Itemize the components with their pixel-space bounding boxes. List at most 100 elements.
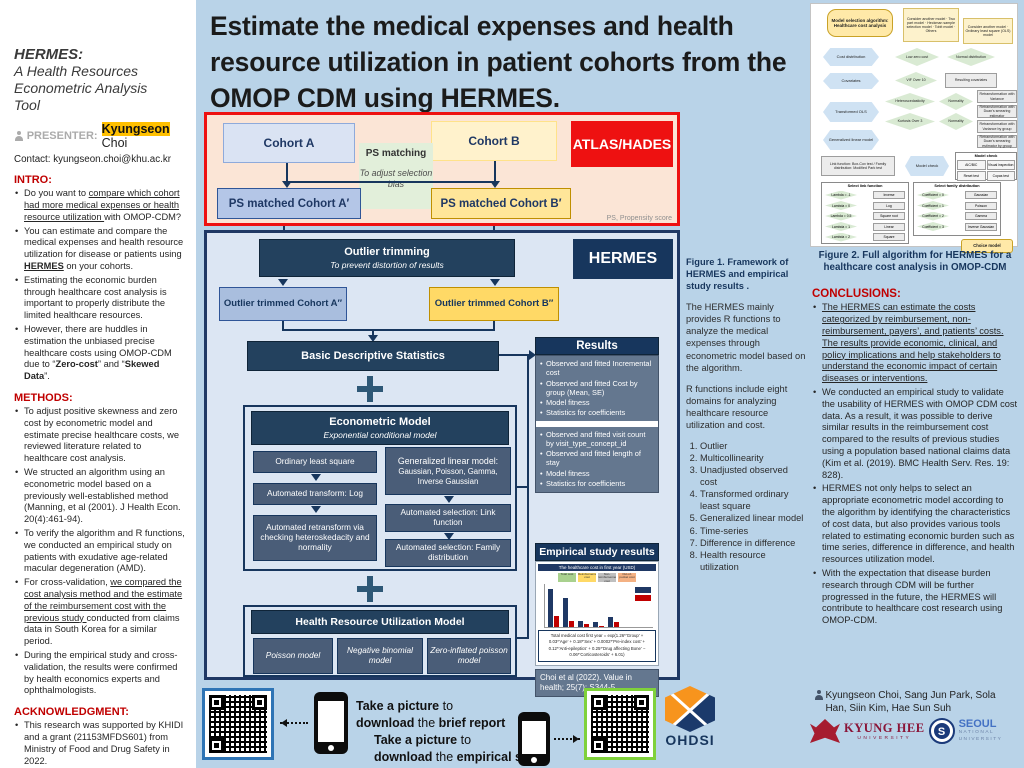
results-item: Model fitness (539, 469, 655, 479)
outlier-trimmed-cohort-a-box: Outlier trimmed Cohort A″ (219, 287, 347, 321)
arrow-right-icon (529, 350, 536, 360)
intro-heading: INTRO: (14, 174, 52, 187)
presenter-row: PRESENTER: Kyungseon Choi (14, 122, 186, 150)
legend-swatch: Out-of-pocket cost (618, 573, 636, 582)
family-distribution-panel: Select family distribution Coefficient =… (913, 182, 1001, 236)
intro-list: Do you want to compare which cohort had … (14, 188, 186, 383)
flow-box-node: Retransformation with Variance (977, 90, 1017, 103)
chart-bar (569, 621, 574, 627)
arrow-down-icon (278, 279, 288, 286)
flow-line (493, 321, 495, 331)
university-logos: KYUNG HEE UNIVERSITY SEOUL NATIONAL UNIV… (810, 718, 1020, 744)
domain-item: Difference in difference (700, 537, 806, 549)
chart-bar (578, 620, 583, 627)
atlas-hades-label: ATLAS/HADES (571, 121, 673, 167)
arrow-down-icon (368, 335, 378, 342)
flow-box-node: Retransformation with Variance by group (977, 120, 1017, 133)
authors-icon (814, 690, 824, 700)
ordinary-least-square-box: Ordinary least square (253, 451, 377, 473)
domain-item: Health resource utilization (700, 549, 806, 573)
sidebar: HERMES: A Health Resources Econometric A… (0, 0, 196, 768)
legend-red-swatch (635, 595, 651, 601)
conclusion-bullet: HERMES not only helps to select an appro… (812, 483, 1018, 566)
figure1-paragraph: The HERMES mainly provides R functions t… (686, 302, 806, 373)
conclusions-heading: CONCLUSIONS: (812, 288, 901, 301)
series-legend (635, 587, 651, 601)
generalized-linear-model-box: Generalized linear model: Gaussian, Pois… (385, 447, 511, 495)
mini-bar-chart: The healthcare cost in first year (USD) … (535, 561, 659, 666)
flow-line (286, 163, 288, 183)
hru-model-header: Health Resource Utilization Model (251, 610, 509, 634)
results-item: Statistics for coefficients (539, 479, 655, 489)
kyung-hee-crest-icon (810, 719, 840, 743)
flow-decision-node: Low zero cost (895, 48, 939, 66)
chart-bar (614, 621, 619, 627)
intro-bullet: Do you want to compare which cohort had … (14, 188, 186, 223)
model-check-panel: Model check AIC/BIC Visual inspection Re… (955, 152, 1017, 181)
automated-selection-family-box: Automated selection: Family distribution (385, 539, 511, 567)
chart-bar (608, 617, 613, 627)
flow-decision-node: Normality (939, 113, 973, 130)
arrow-down-icon (311, 474, 321, 481)
methods-bullet: To adjust positive skewness and zero cos… (14, 406, 186, 465)
flow-hex-node: Model check (905, 156, 949, 176)
snu-logo: SEOUL NATIONAL UNIVERSITY (958, 718, 1003, 742)
atlas-hades-panel: Cohort A Cohort B PS matching To adjust … (204, 112, 680, 226)
methods-bullet: We structed an algorithm using an econom… (14, 467, 186, 526)
flow-line (527, 354, 529, 639)
econometric-model-header: Econometric Model Exponential conditiona… (251, 411, 509, 445)
domain-item: Unadjusted observed cost (700, 464, 806, 488)
poster-title: Estimate the medical expenses and health… (210, 11, 787, 114)
regression-formula: Total medical cost first year = exp(1.26… (538, 630, 656, 662)
flow-box-node: Resulting covariates (945, 73, 997, 88)
presenter-name-rest: Choi (101, 136, 128, 151)
bar-group (593, 584, 604, 627)
chart-bar (548, 589, 553, 627)
legend-swatch: Total cost (558, 573, 576, 582)
presenter-name-highlight: Kyungseon (101, 122, 170, 137)
arrow-down-icon (282, 181, 292, 188)
results-item: Observed and fitted Cost by group (Mean,… (539, 379, 655, 398)
flow-line (286, 181, 496, 183)
conclusion-bullet: With the expectation that disease burden… (812, 568, 1018, 627)
econometric-model-group: Econometric Model Exponential conditiona… (243, 405, 517, 571)
mini-bar-plot (544, 584, 653, 628)
empirical-study-panel: Empirical study results The healthcare c… (535, 543, 659, 697)
results-top-list: Observed and fitted Incremental cost Obs… (539, 359, 655, 418)
legend-swatch: Non-reimbursement cost (598, 573, 616, 582)
bar-group (563, 584, 574, 627)
results-panel: Results Observed and fitted Incremental … (535, 337, 659, 493)
dotted-arrow-right-icon (554, 735, 580, 743)
conclusion-bullet: The HERMES can estimate the costs catego… (812, 302, 1018, 385)
flow-note: Consider another model · Two part model … (903, 8, 959, 42)
domain-item: Time-series (700, 525, 806, 537)
arrow-down-icon (490, 279, 500, 286)
flow-box-node: Retransformation with Duan's smearing es… (977, 135, 1017, 148)
ps-footnote: PS, Propensity score (606, 215, 672, 222)
authors-names: Kyungseon Choi, Sang Jun Park, Sola Han,… (825, 690, 996, 714)
basic-descriptive-statistics-box: Basic Descriptive Statistics (247, 341, 499, 371)
arrow-down-icon (444, 533, 454, 540)
hermes-label: HERMES (573, 239, 673, 279)
flow-decision-node: Normal distribution (947, 48, 995, 66)
flow-line (282, 329, 495, 331)
automated-transform-box: Automated transform: Log (253, 483, 377, 505)
snu-crest-icon (928, 718, 955, 744)
flow-box-node: Retransformation with Duan's smearing es… (977, 105, 1017, 118)
bar-group (548, 584, 559, 627)
flow-hex-node: Generalized linear model (823, 130, 879, 150)
arrow-down-icon (490, 181, 500, 188)
flow-start-node: Model selection algorithm: Healthcare co… (827, 9, 893, 37)
flow-line (372, 329, 374, 337)
methods-bullet: To verify the algorithm and R functions,… (14, 528, 186, 575)
main-area: Estimate the medical expenses and health… (196, 0, 1024, 768)
take-picture-empirical-study-text: Take a picture to download the empirical… (374, 733, 549, 764)
flow-end-node: Choice model (961, 239, 1013, 253)
flow-decision-node: Kurtosis Over 3 (885, 113, 935, 130)
tool-title: HERMES: A Health Resources Econometric A… (14, 46, 164, 114)
figure1-domain-list: Outlier Multicollinearity Unadjusted obs… (686, 440, 806, 573)
poisson-model-box: Poisson model (253, 638, 333, 674)
contact-email: Contact: kyungseon.choi@khu.ac.kr (14, 154, 171, 166)
results-bottom-list: Observed and fitted visit count by visit… (539, 430, 655, 489)
domain-item: Multicollinearity (700, 452, 806, 464)
